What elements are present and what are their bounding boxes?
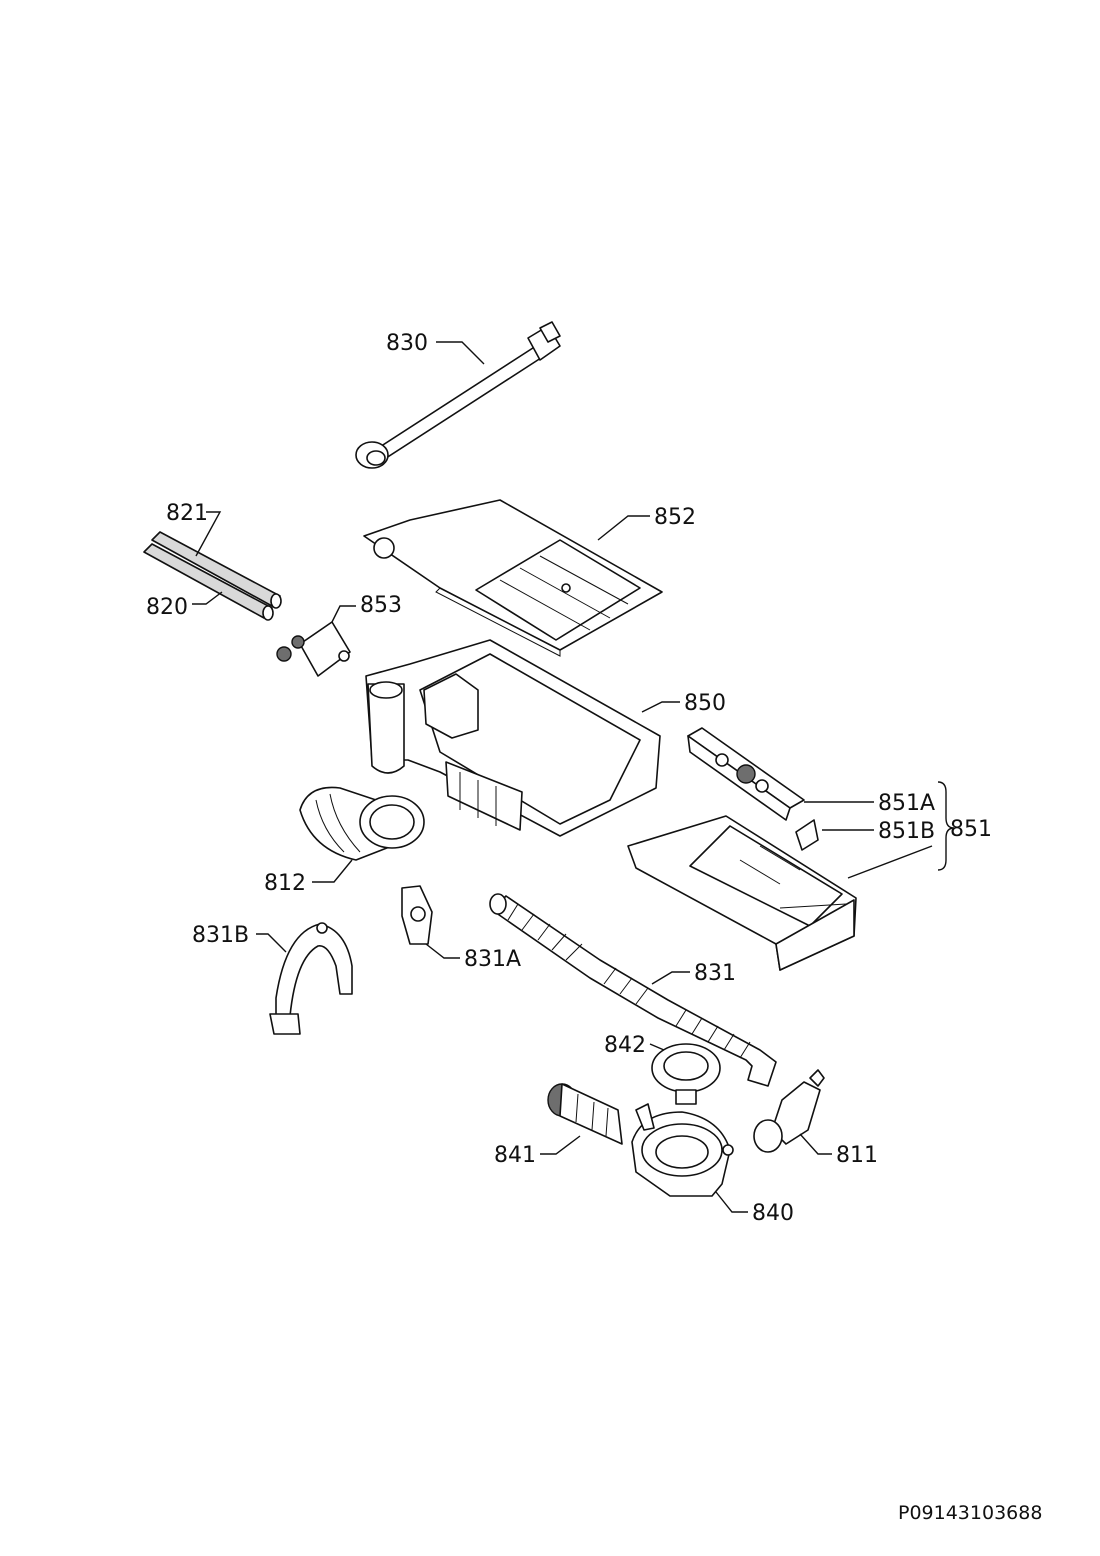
label-831A-group: 831A (425, 943, 521, 972)
label-852: 852 (654, 505, 696, 530)
label-812-group: 812 (264, 859, 353, 896)
label-851: 851 (950, 817, 992, 842)
label-831B: 831B (192, 923, 249, 948)
part-851A-drawer-insert[interactable] (687, 727, 805, 821)
label-831A: 831A (464, 947, 521, 972)
label-812: 812 (264, 871, 306, 896)
part-851-detergent-drawer[interactable] (627, 815, 857, 971)
part-830-inlet-hose[interactable] (355, 321, 561, 469)
part-821-tube[interactable] (151, 531, 282, 609)
label-840-group: 840 (715, 1191, 794, 1226)
label-850: 850 (684, 691, 726, 716)
label-830-group: 830 (386, 331, 485, 365)
label-840: 840 (752, 1201, 794, 1226)
part-852-dispenser-lid[interactable] (363, 499, 663, 657)
label-821: 821 (166, 501, 208, 526)
label-831: 831 (694, 961, 736, 986)
label-851A: 851A (878, 791, 935, 816)
label-842-group: 842 (604, 1033, 665, 1058)
label-821-group: 821 (166, 501, 222, 557)
part-831A-clamp[interactable] (401, 885, 433, 945)
part-820-tube[interactable] (143, 543, 274, 621)
label-853: 853 (360, 593, 402, 618)
part-840-pump-housing[interactable] (631, 1103, 734, 1197)
label-831-group: 831 (651, 961, 736, 986)
label-853-group: 853 (331, 593, 402, 623)
bracket-851 (937, 781, 955, 871)
label-841: 841 (494, 1143, 536, 1168)
label-831B-group: 831B (192, 923, 287, 953)
part-842-seal[interactable] (651, 1043, 721, 1105)
part-841-filter[interactable] (547, 1083, 623, 1145)
label-842: 842 (604, 1033, 646, 1058)
label-820: 820 (146, 595, 188, 620)
part-850-dispenser-housing[interactable] (365, 639, 661, 837)
label-852-group: 852 (597, 505, 696, 541)
part-851B-siphon-cap[interactable] (795, 819, 819, 851)
label-851-group: 851A 851B 851 (804, 781, 992, 879)
label-811: 811 (836, 1143, 878, 1168)
label-841-group: 841 (494, 1135, 581, 1168)
label-850-group: 850 (641, 691, 726, 716)
label-851B: 851B (878, 819, 935, 844)
part-831B-hose-guide[interactable] (269, 922, 353, 1035)
label-820-group: 820 (146, 591, 223, 620)
part-853-valve[interactable] (276, 621, 351, 677)
label-811-group: 811 (799, 1133, 878, 1168)
part-831-drain-hose[interactable] (489, 893, 777, 1087)
part-812-bellows-hose[interactable] (299, 786, 425, 861)
drawing-code: P09143103688 (898, 1502, 1042, 1524)
label-830: 830 (386, 331, 428, 356)
part-811-pump[interactable] (753, 1069, 825, 1153)
